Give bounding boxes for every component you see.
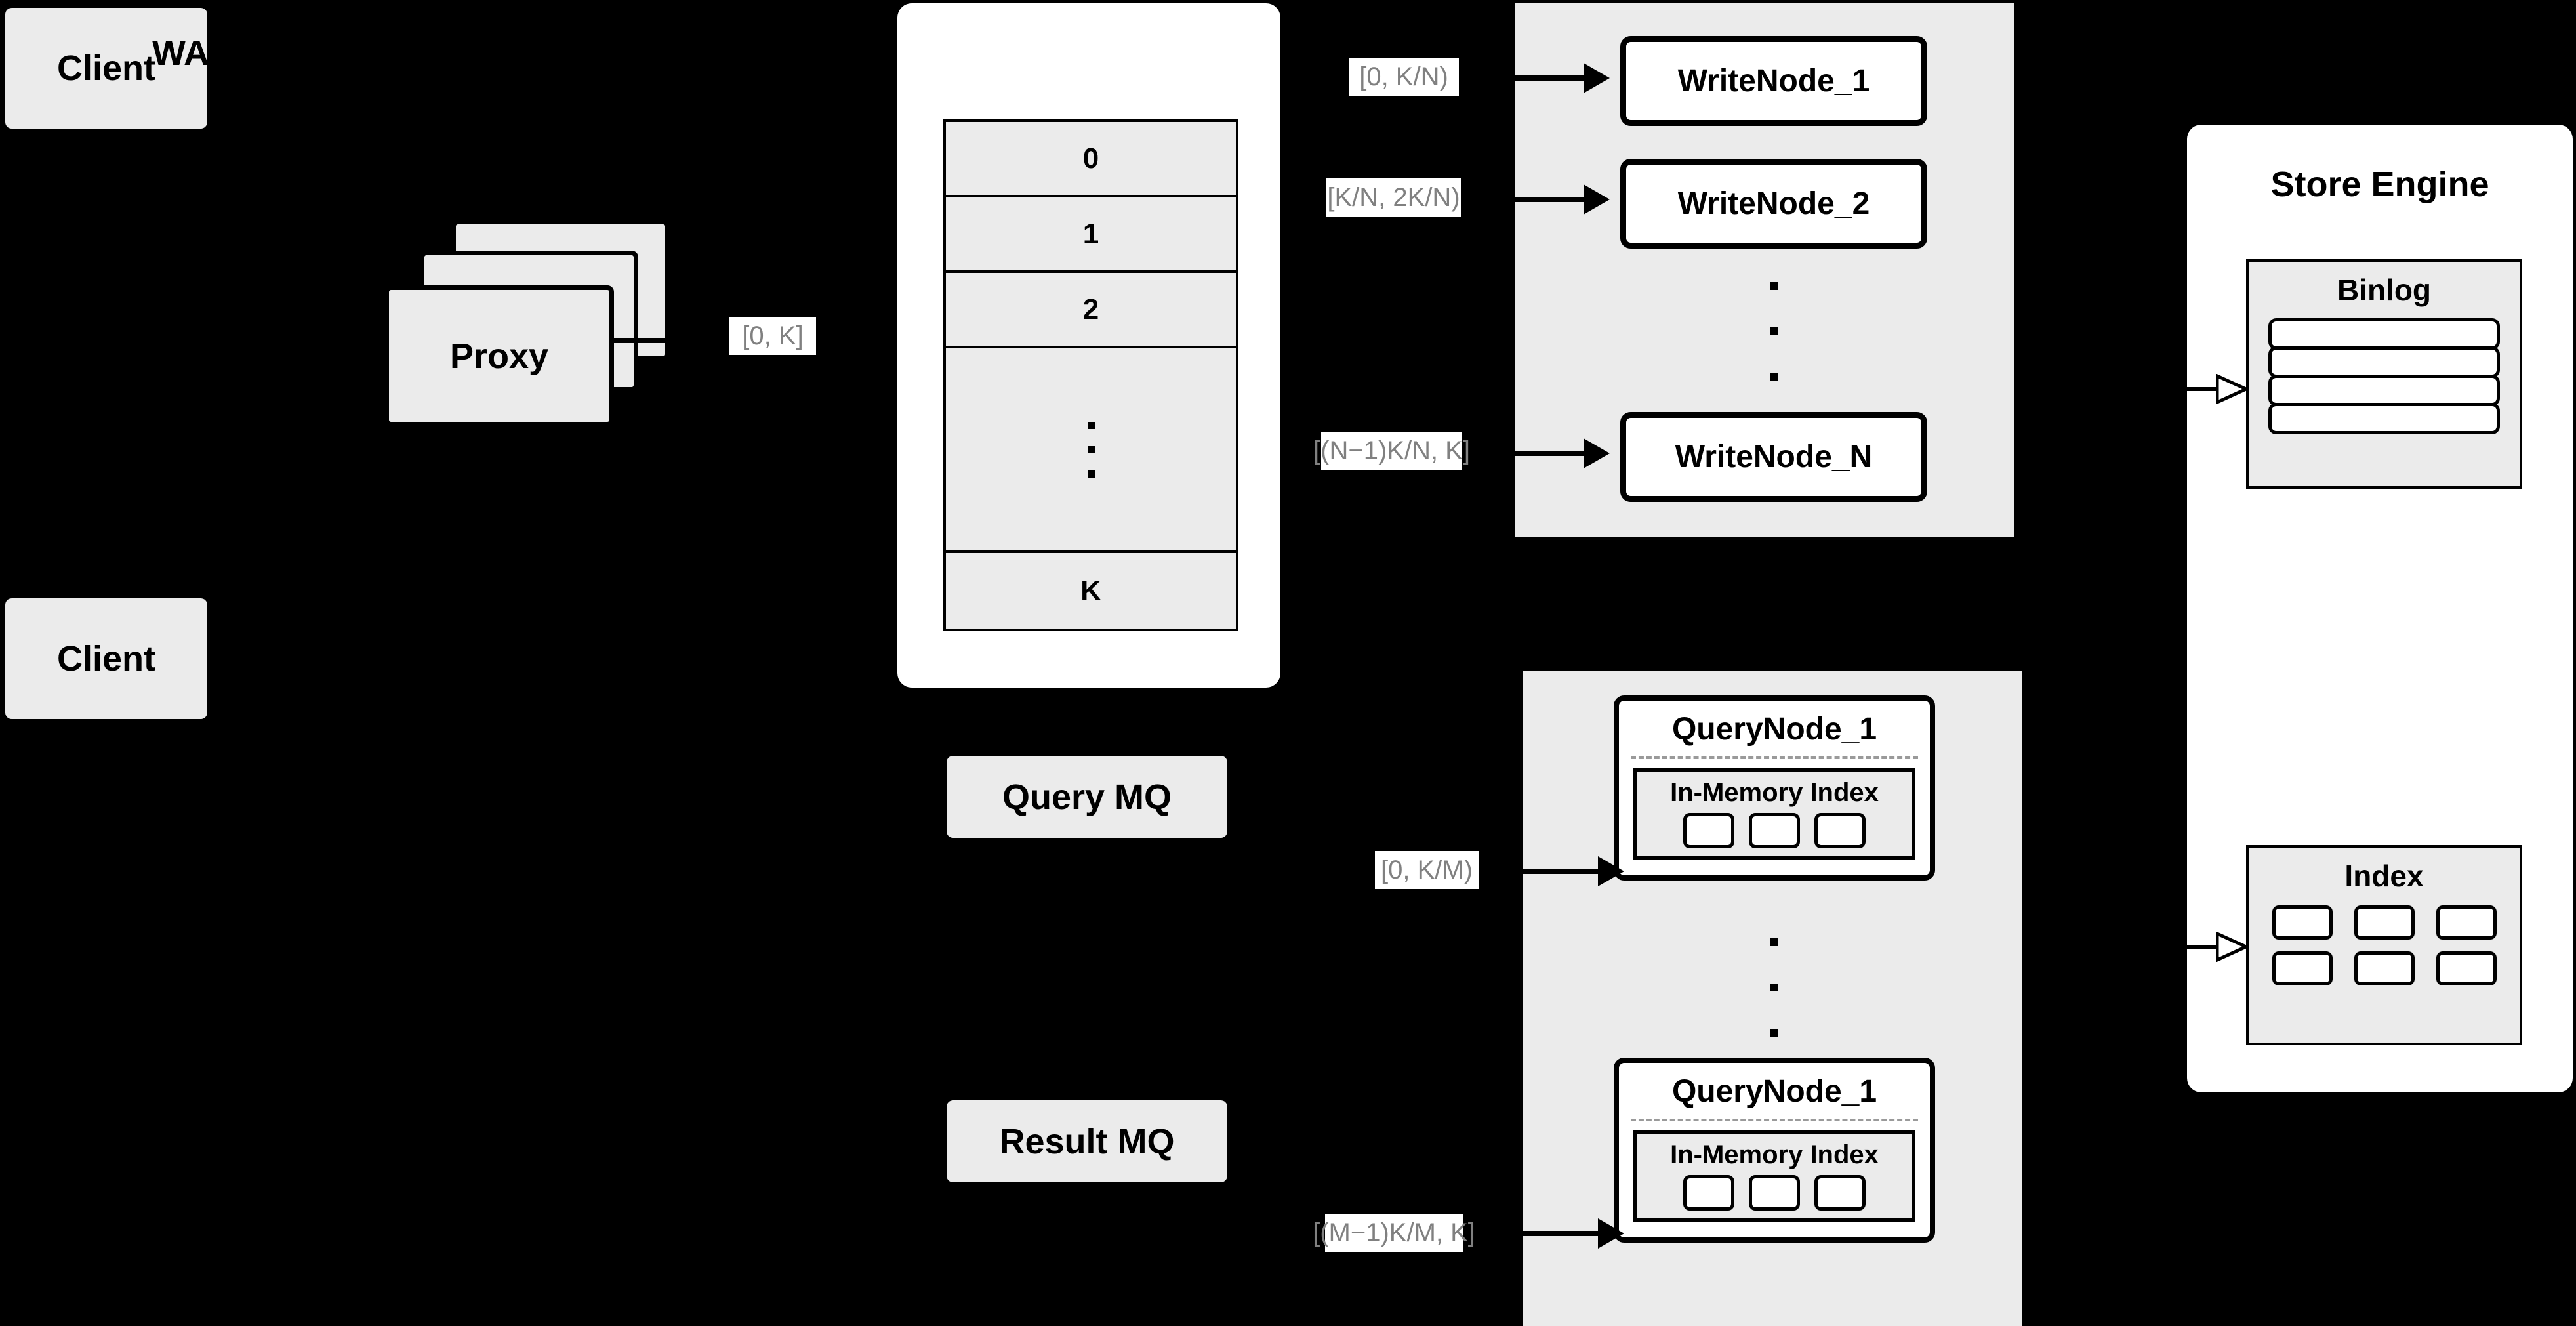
arrow-head-to-query-node-1: [1598, 856, 1624, 886]
ellipsis-dot: [1770, 938, 1778, 946]
arrow-line-to-write-node-1: [1472, 75, 1584, 81]
write-node-1[interactable]: WriteNode_1: [1620, 36, 1927, 126]
edge-label-to-query-node-m: [(M−1)K/M, K]: [1313, 1214, 1475, 1252]
query-node-1-divider: [1631, 756, 1918, 759]
edge-label-to-write-node-2: [K/N, 2K/N): [1326, 178, 1461, 217]
index-segment-cell: [1749, 813, 1800, 848]
query-mq-label: Query MQ: [1002, 777, 1172, 817]
binlog-row: [2268, 403, 2500, 434]
write-node-n[interactable]: WriteNode_N: [1620, 412, 1927, 502]
query-node-m-divider: [1631, 1119, 1918, 1121]
arrow-head-to-query-node-m: [1598, 1218, 1624, 1249]
ellipsis-dot: [1770, 984, 1778, 991]
store-engine-title: Store Engine: [2270, 165, 2489, 204]
arrow-head-to-write-node-n: [1584, 438, 1610, 468]
wal-row-ellipsis: [946, 348, 1236, 553]
binlog-row: [2268, 318, 2500, 350]
index-panel: Index: [2246, 845, 2522, 1045]
wal-segment-table: 0 1 2 K: [943, 119, 1238, 631]
query-node-m-title: QueryNode_1: [1671, 1074, 1877, 1109]
ellipsis-dot: [1087, 470, 1095, 478]
in-memory-index-cells: [1637, 1175, 1912, 1211]
index-grid: [2268, 905, 2500, 985]
wal-row-2: 2: [946, 273, 1236, 348]
proxy-box[interactable]: Proxy: [384, 285, 614, 426]
edge-label-to-write-node-n: [(N−1)K/N, K]: [1313, 432, 1470, 470]
arrow-line-to-write-node-n: [1472, 451, 1584, 456]
query-node-1-title: QueryNode_1: [1671, 712, 1877, 747]
binlog-title: Binlog: [2337, 273, 2432, 307]
index-segment-cell: [1814, 1175, 1866, 1211]
wal-row-0: 0: [946, 122, 1236, 197]
index-cell: [2436, 951, 2497, 985]
client-label-2: Client: [56, 639, 155, 678]
arrow-head-hollow-to-binlog: [2216, 374, 2247, 404]
in-memory-index-title: In-Memory Index: [1670, 778, 1879, 807]
wal-row-1: 1: [946, 197, 1236, 273]
index-segment-cell: [1683, 813, 1734, 848]
binlog-rows: [2268, 318, 2500, 434]
arrow-line-to-query-node-1: [1488, 869, 1598, 874]
result-mq-label: Result MQ: [999, 1121, 1175, 1161]
proxy-to-wal-connector: [610, 338, 669, 343]
write-node-2[interactable]: WriteNode_2: [1620, 159, 1927, 249]
index-cell: [2272, 951, 2333, 985]
result-mq-box[interactable]: Result MQ: [947, 1100, 1227, 1182]
binlog-panel: Binlog: [2246, 259, 2522, 489]
ellipsis-dot: [1770, 373, 1778, 381]
arrow-head-hollow-to-index: [2216, 932, 2247, 962]
index-cell: [2436, 905, 2497, 940]
wal-row-k: K: [946, 553, 1236, 629]
ellipsis-dot: [1770, 1029, 1778, 1037]
query-node-1-in-memory-index: In-Memory Index: [1633, 768, 1915, 860]
proxy-label: Proxy: [449, 336, 549, 376]
arrow-head-to-write-node-1: [1584, 63, 1610, 93]
index-segment-cell: [1814, 813, 1866, 848]
write-node-2-label: WriteNode_2: [1677, 186, 1870, 221]
binlog-row: [2268, 375, 2500, 406]
query-node-m-in-memory-index: In-Memory Index: [1633, 1130, 1915, 1222]
edge-label-to-write-node-1: [0, K/N): [1349, 58, 1459, 96]
query-node-ellipsis: [1765, 938, 1784, 1037]
index-segment-cell: [1683, 1175, 1734, 1211]
index-cell: [2354, 905, 2415, 940]
index-title: Index: [2344, 859, 2424, 893]
ellipsis-dot: [1770, 327, 1778, 335]
ellipsis-dot: [1770, 282, 1778, 290]
query-node-m[interactable]: QueryNode_1 In-Memory Index: [1614, 1058, 1935, 1243]
index-segment-cell: [1749, 1175, 1800, 1211]
query-mq-box[interactable]: Query MQ: [947, 756, 1227, 838]
ellipsis-dot: [1087, 421, 1095, 429]
wal-title: WAL: [152, 33, 231, 73]
client-box-2[interactable]: Client: [5, 598, 207, 719]
arrow-line-to-write-node-2: [1472, 197, 1584, 202]
client-box-1[interactable]: Client: [5, 8, 207, 129]
in-memory-index-title: In-Memory Index: [1670, 1140, 1879, 1169]
client-label-1: Client: [56, 49, 155, 88]
write-node-ellipsis: [1765, 282, 1784, 381]
index-cell: [2354, 951, 2415, 985]
in-memory-index-cells: [1637, 813, 1912, 848]
edge-label-to-query-node-1: [0, K/M): [1375, 851, 1479, 889]
arrow-line-to-index: [2186, 945, 2217, 949]
arrow-line-to-binlog: [2186, 387, 2217, 391]
arrow-head-to-write-node-2: [1584, 184, 1610, 215]
index-cell: [2272, 905, 2333, 940]
query-node-1[interactable]: QueryNode_1 In-Memory Index: [1614, 695, 1935, 881]
ellipsis-dot: [1087, 445, 1095, 453]
write-node-1-label: WriteNode_1: [1677, 64, 1870, 98]
binlog-row: [2268, 346, 2500, 378]
write-node-n-label: WriteNode_N: [1675, 440, 1873, 474]
arrow-line-to-query-node-m: [1488, 1231, 1598, 1236]
edge-label-proxy-to-wal: [0, K]: [729, 317, 816, 355]
